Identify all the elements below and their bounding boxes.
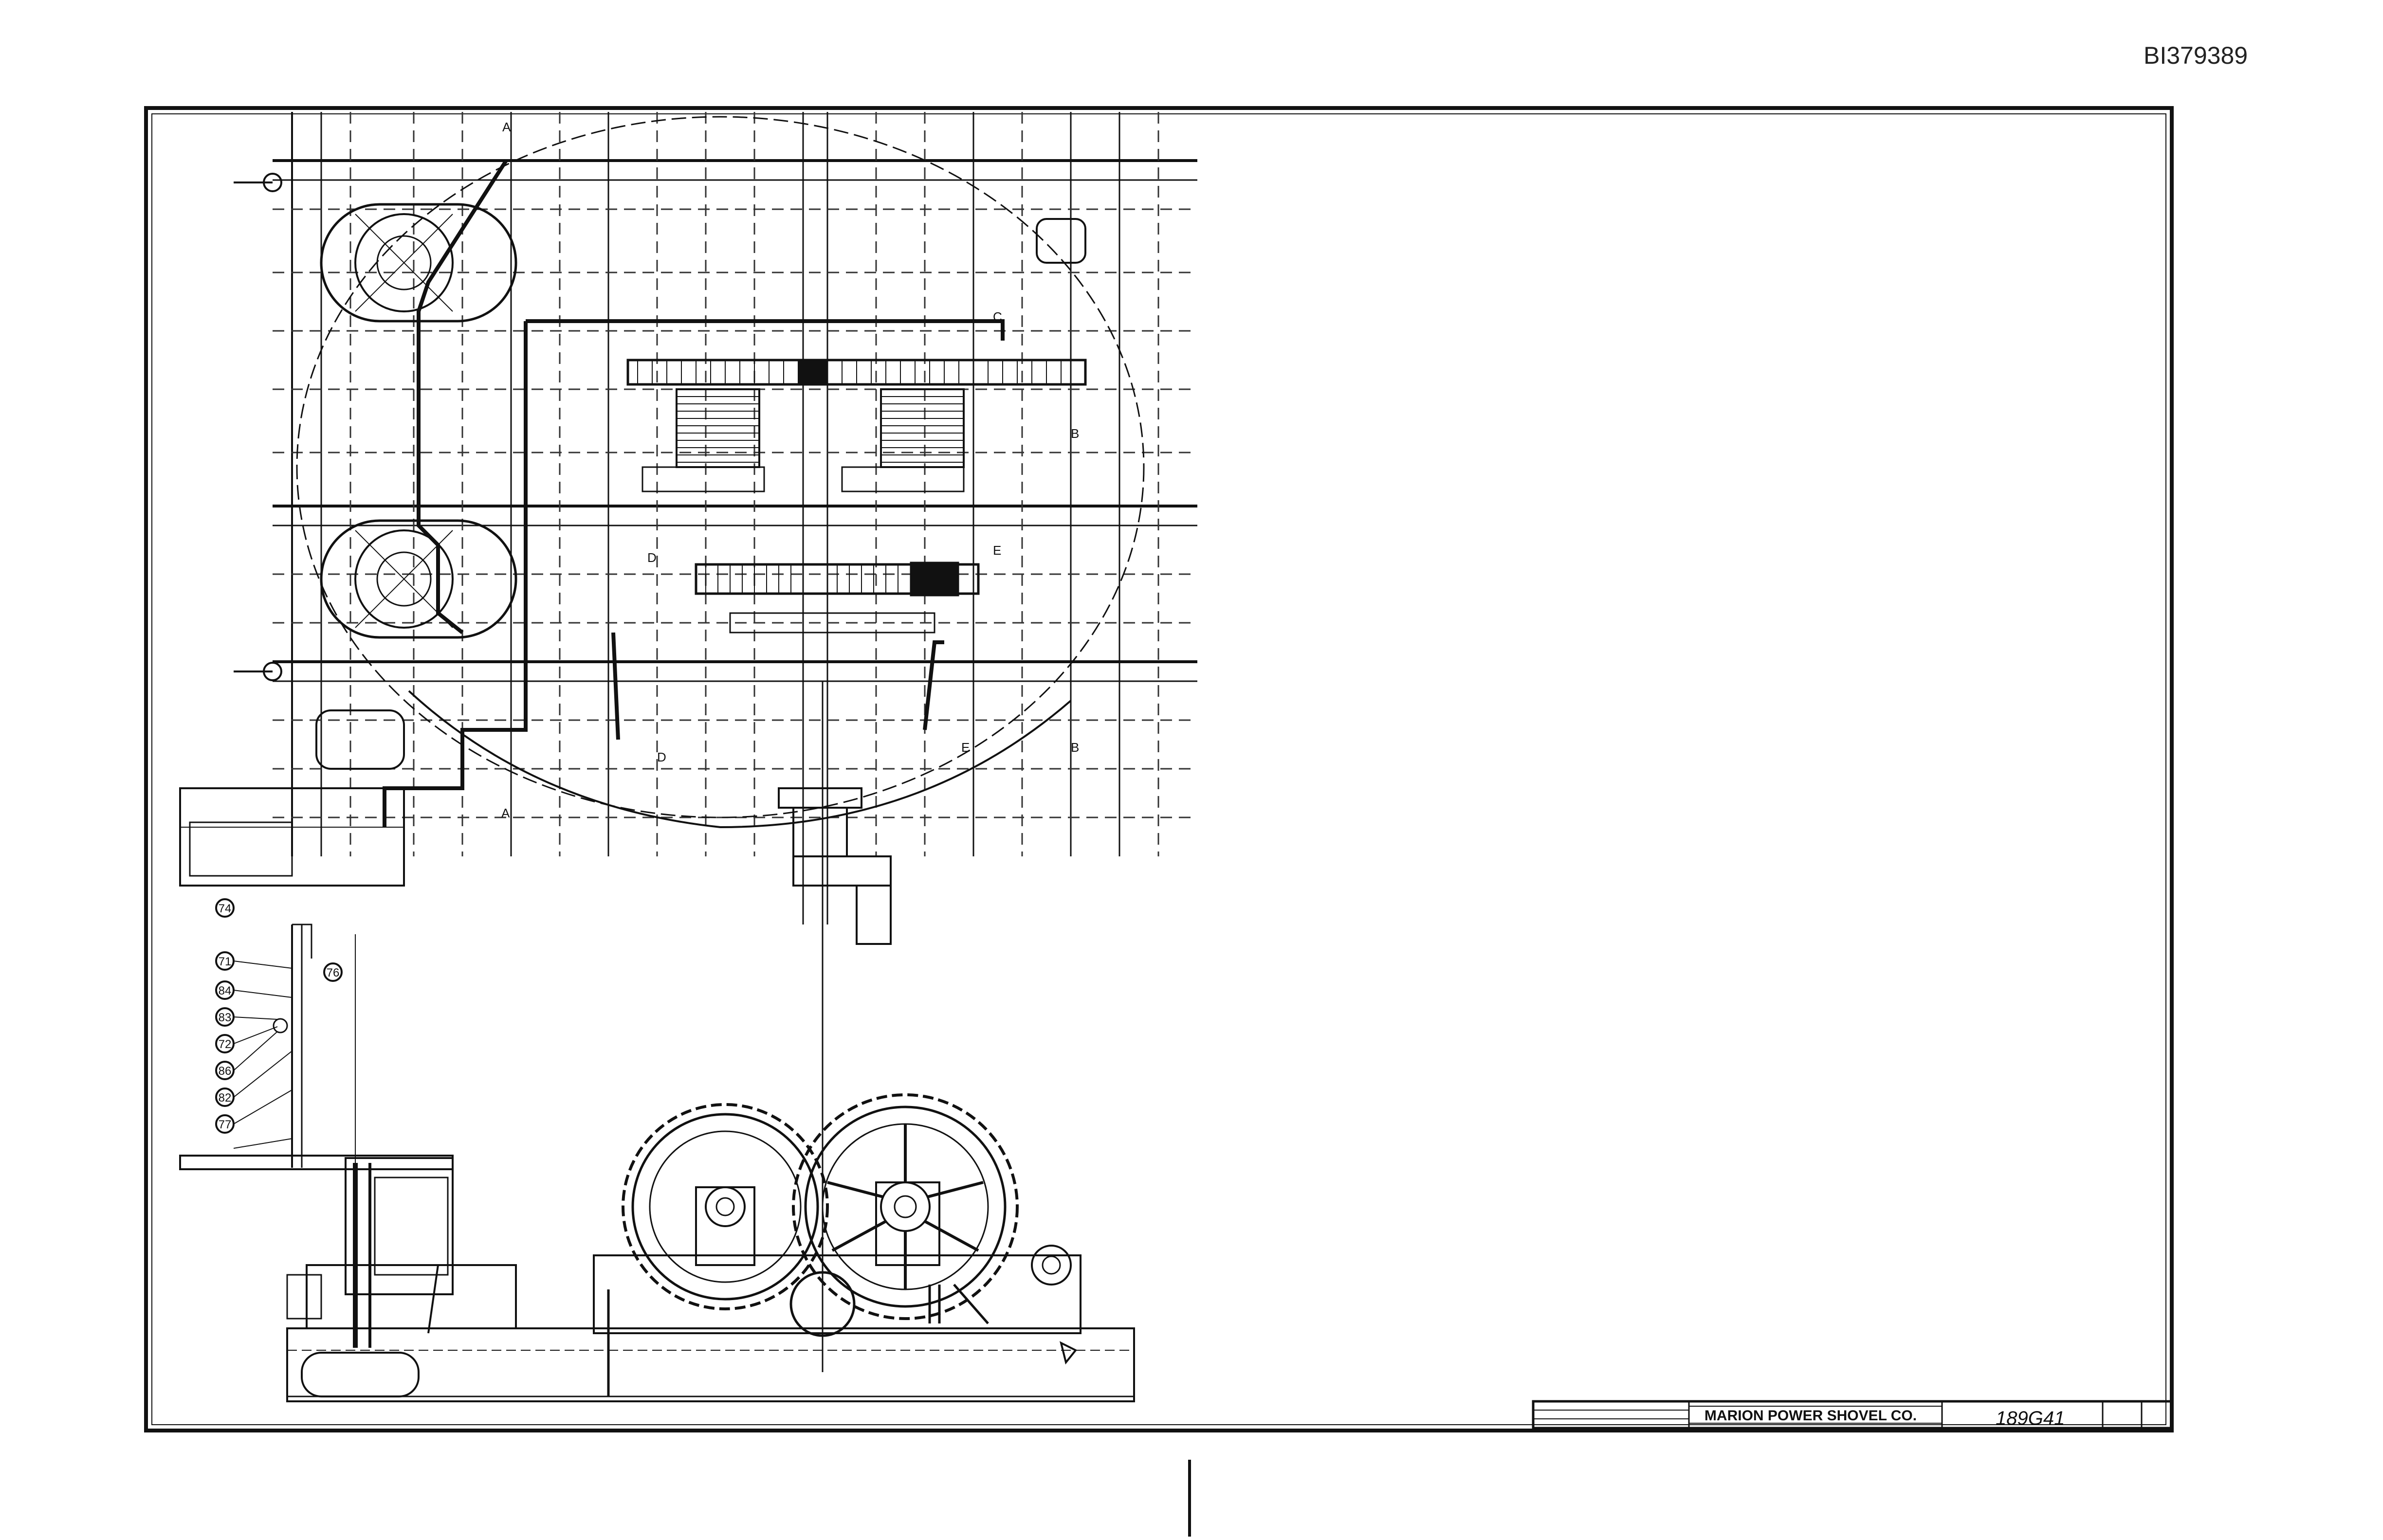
section-label-c: C: [993, 309, 1002, 324]
balloon-83: 83: [215, 1007, 235, 1027]
svg-text:74: 74: [219, 902, 232, 915]
balloon-86: 86: [215, 1061, 235, 1080]
svg-text:71: 71: [219, 955, 232, 968]
section-label-a-top: A: [502, 120, 511, 134]
section-label-a-bottom: A: [501, 806, 510, 820]
svg-text:84: 84: [219, 984, 232, 997]
section-label-e-bottom: E: [961, 740, 970, 755]
title-block-company: MARION POWER SHOVEL CO.: [1705, 1408, 1917, 1424]
balloon-leaders: [233, 960, 293, 1149]
section-label-b-bottom: B: [1071, 740, 1079, 755]
section-label-d-bottom: D: [657, 750, 666, 764]
balloon-82: 82: [215, 1087, 235, 1107]
title-block-drawing-number: 189G41: [1996, 1408, 2065, 1429]
balloon-76: 76: [323, 962, 343, 982]
title-block: [1532, 1400, 2173, 1430]
balloon-84: 84: [215, 980, 235, 1000]
plan-view: [179, 112, 1197, 1372]
elevation-view: [179, 924, 1135, 1402]
section-labels: A A B B C D D E E: [501, 120, 1079, 820]
balloon-callouts: 74 71 84 83 72 86 82 77 76: [215, 898, 343, 1134]
balloon-71: 71: [215, 951, 235, 971]
section-label-b-top: B: [1071, 426, 1079, 441]
svg-text:76: 76: [327, 966, 340, 979]
svg-text:82: 82: [219, 1091, 232, 1105]
svg-text:86: 86: [219, 1065, 232, 1078]
section-label-e-top: E: [993, 543, 1001, 558]
svg-text:72: 72: [219, 1038, 232, 1051]
svg-text:83: 83: [219, 1011, 232, 1024]
balloon-77: 77: [215, 1114, 235, 1134]
balloon-72: 72: [215, 1034, 235, 1053]
document-id: BI379389: [2144, 42, 2248, 69]
balloon-74: 74: [215, 898, 235, 918]
section-label-d-top: D: [647, 550, 657, 565]
svg-text:77: 77: [219, 1118, 232, 1131]
